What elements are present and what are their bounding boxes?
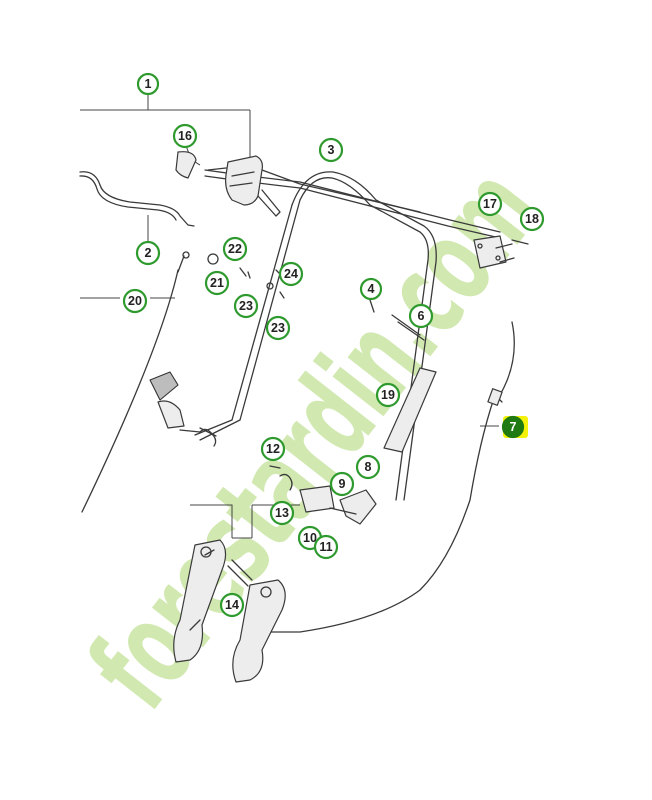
svg-text:10: 10 [303,531,317,545]
callout-24: 24 [278,261,304,287]
callout-23-b: 23 [265,315,291,341]
svg-text:13: 13 [275,506,289,520]
watermark-text: forestardin.com [63,143,566,732]
svg-text:24: 24 [284,267,298,281]
callout-16: 16 [172,123,198,149]
watermark: forestardin.com [63,143,566,732]
callout-21: 21 [204,270,230,296]
leader-lines [80,92,499,539]
callout-23-a: 23 [233,293,259,319]
parts [79,151,529,683]
cable-20 [81,269,179,513]
callout-2: 2 [135,240,161,266]
svg-text:19: 19 [381,388,395,402]
callout-3: 3 [318,137,344,163]
callout-12: 12 [260,436,286,462]
callout-18: 18 [519,206,545,232]
callout-14: 14 [219,592,245,618]
svg-text:12: 12 [266,442,280,456]
callout-6: 6 [408,303,434,329]
callout-17: 17 [477,191,503,217]
svg-text:14: 14 [225,598,239,612]
svg-text:1: 1 [145,77,152,91]
svg-text:20: 20 [128,294,142,308]
svg-text:23: 23 [271,321,285,335]
svg-text:8: 8 [365,460,372,474]
svg-text:2: 2 [145,246,152,260]
callout-8: 8 [355,454,381,480]
callout-9: 9 [329,471,355,497]
callout-11: 11 [313,534,339,560]
svg-text:7: 7 [510,420,517,434]
callout-7: 7 [501,415,525,439]
svg-text:21: 21 [210,276,224,290]
svg-text:16: 16 [178,129,192,143]
callout-1: 1 [136,72,160,96]
svg-text:9: 9 [339,477,346,491]
svg-text:11: 11 [319,540,332,554]
callout-19: 19 [375,382,401,408]
svg-text:3: 3 [328,143,335,157]
callouts: 1 2 3 4 6 7 8 9 10 11 12 13 14 16 17 18 … [122,72,545,618]
svg-text:22: 22 [228,242,242,256]
callout-4: 4 [359,277,383,301]
svg-text:6: 6 [418,309,425,323]
svg-text:4: 4 [368,282,375,296]
svg-text:17: 17 [483,197,497,211]
svg-text:18: 18 [525,212,539,226]
callout-22: 22 [222,236,248,262]
callout-13: 13 [269,500,295,526]
callout-20: 20 [122,288,148,314]
svg-text:23: 23 [239,299,253,313]
